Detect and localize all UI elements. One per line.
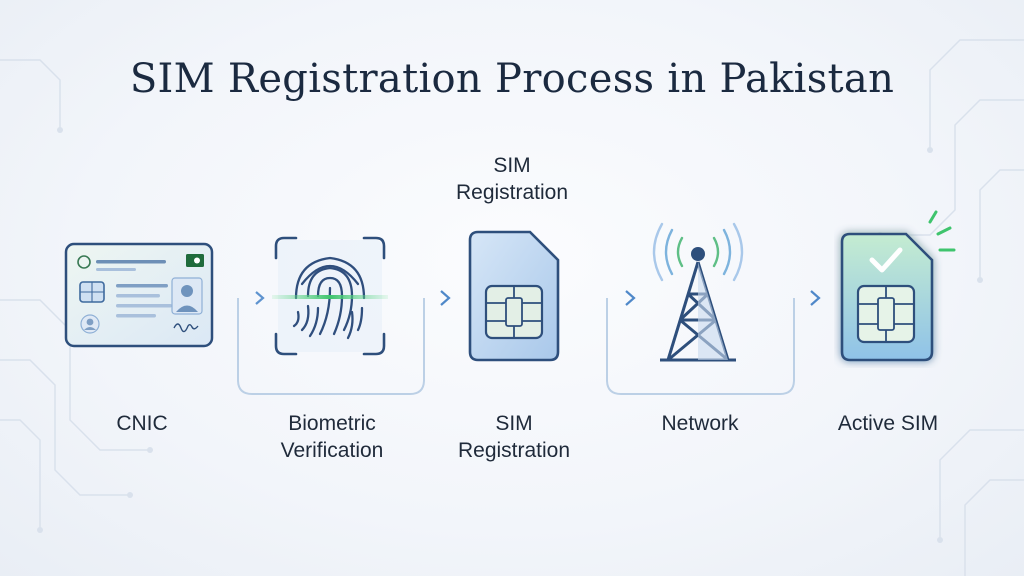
active-sim-icon: [834, 208, 964, 373]
arrow-biometric-to-sim: [393, 290, 451, 306]
loop-connector-left: [237, 298, 425, 395]
top-sim-registration-label: SIM Registration: [412, 152, 612, 206]
sim-card-icon: [468, 230, 560, 367]
step-label-biometric-line-2: Verification: [280, 439, 384, 462]
step-label-network-line-1: Network: [661, 412, 739, 435]
step-label-cnic-line-1: CNIC: [116, 412, 168, 435]
fingerprint-icon: [262, 234, 398, 363]
step-label-sim-line-1: SIM: [495, 412, 533, 435]
step-label-sim-line-2: Registration: [457, 439, 571, 462]
step-label-network: Network: [600, 410, 800, 437]
step-label-active: Active SIM: [788, 410, 988, 437]
page-title: SIM Registration Process in Pakistan: [129, 56, 895, 102]
loop-connector-right: [606, 298, 795, 395]
top-label-line-1: SIM: [493, 154, 531, 177]
step-label-biometric-line-1: Biometric: [288, 412, 376, 435]
top-label-line-2: Registration: [455, 181, 569, 204]
step-label-cnic: CNIC: [42, 410, 242, 437]
arrow-network-to-active: [764, 290, 821, 306]
step-label-biometric: Biometric Verification: [232, 410, 432, 464]
cell-tower-icon: [646, 218, 750, 373]
step-label-sim: SIM Registration: [414, 410, 614, 464]
cnic-card-icon: [64, 242, 214, 353]
step-label-active-line-1: Active SIM: [837, 412, 939, 435]
